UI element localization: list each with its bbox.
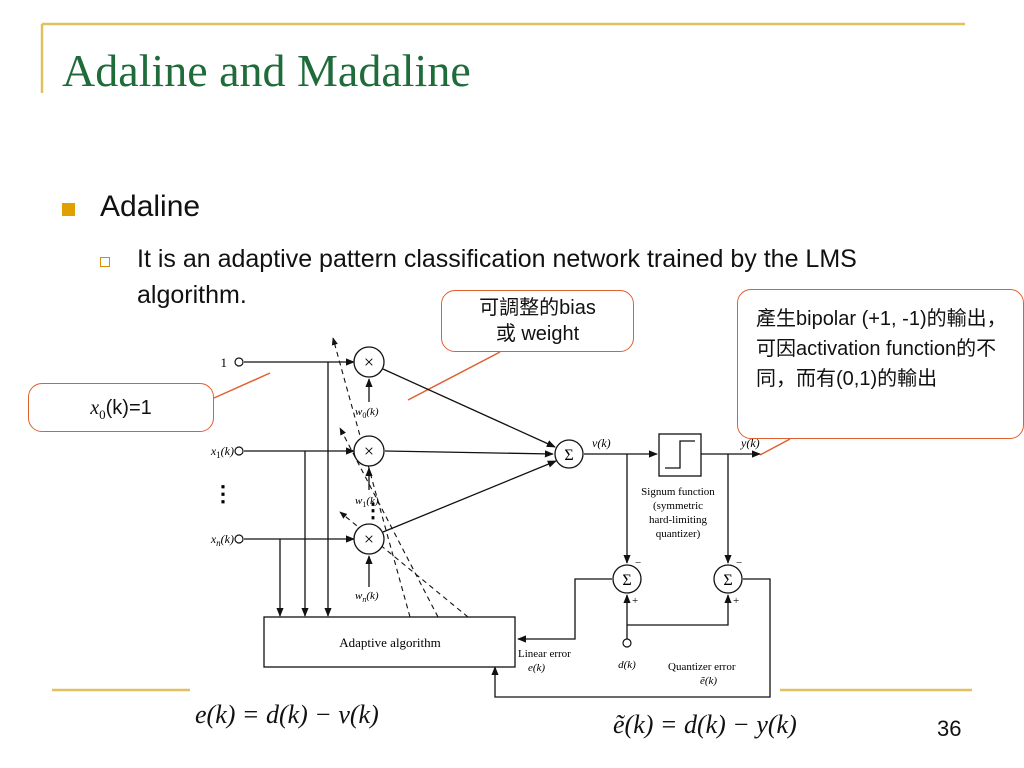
callout-x0-pointer bbox=[213, 372, 271, 399]
linear-error-label-2: e(k) bbox=[528, 662, 545, 674]
callout-bipolar-output: 產生bipolar (+1, -1)的輸出，可因activation funct… bbox=[737, 289, 1024, 439]
callout-bias-line2: 或 weight bbox=[495, 323, 580, 345]
input-terminal-1 bbox=[234, 357, 244, 367]
callout-bias-weight: 可調整的bias 或 weight bbox=[441, 290, 634, 352]
svg-text:×: × bbox=[364, 441, 374, 461]
summer-linear-error: Σ bbox=[612, 564, 642, 594]
linear-sum-minus: − bbox=[635, 557, 641, 569]
input-x1-label: x1(k) bbox=[210, 444, 234, 460]
svg-text:×: × bbox=[364, 352, 374, 372]
equation2-head: ẽ bbox=[613, 710, 625, 739]
multiplier-1: × bbox=[353, 435, 385, 467]
callout-x0: x0(k)=1 bbox=[28, 383, 214, 432]
callout-bias-line1: 可調整的bias bbox=[479, 297, 596, 319]
equation-linear-error: e(k) = d(k) − v(k) bbox=[195, 700, 379, 729]
summer-quantizer-error: Σ bbox=[713, 564, 743, 594]
yk-label: y(k) bbox=[740, 436, 760, 450]
linear-error-feedback bbox=[517, 578, 612, 643]
bullet-adaline: Adaline bbox=[100, 190, 201, 223]
linear-sum-plus: + bbox=[632, 595, 638, 607]
linear-error-label-1: Linear error bbox=[518, 648, 571, 660]
input-1-label: 1 bbox=[221, 355, 228, 370]
bullet-description: It is an adaptive pattern classification… bbox=[137, 245, 857, 309]
w0-label: w0(k) bbox=[355, 406, 379, 420]
adaline-diagram: × × × Σ Σ Σ Adaptive algorithm 1 x1(k) x… bbox=[210, 337, 771, 698]
dk-label: d(k) bbox=[618, 659, 636, 671]
w1-label: w1(k) bbox=[355, 495, 379, 509]
d-to-quantizer-sum bbox=[627, 594, 732, 626]
svg-text:Σ: Σ bbox=[564, 447, 573, 464]
page-number: 36 bbox=[937, 716, 962, 741]
mult0-to-sum bbox=[382, 368, 556, 448]
desired-terminal bbox=[622, 638, 632, 648]
signum-label-4: quantizer) bbox=[656, 528, 701, 540]
sub-bullet-square-icon bbox=[100, 257, 110, 267]
vk-label: v(k) bbox=[592, 436, 611, 450]
adaptive-algorithm-label: Adaptive algorithm bbox=[339, 635, 440, 650]
mult1-to-sum bbox=[384, 450, 554, 458]
svg-text:Σ: Σ bbox=[622, 572, 631, 589]
signum-label-1: Signum function bbox=[641, 486, 715, 498]
input-terminal-x1 bbox=[234, 446, 244, 456]
quantizer-error-feedback bbox=[491, 578, 771, 698]
quantizer-error-label-1: Quantizer error bbox=[668, 661, 736, 673]
multiplier-0: × bbox=[353, 346, 385, 378]
quantizer-sum-plus: + bbox=[733, 595, 739, 607]
callout-bipolar-pointer bbox=[759, 438, 791, 456]
multiplier-n: × bbox=[353, 523, 385, 555]
input-dots: ⋮ bbox=[212, 481, 234, 506]
callout-x0-rest: (k)=1 bbox=[105, 397, 152, 419]
signum-label-3: hard-limiting bbox=[649, 514, 708, 526]
callout-x0-sub: 0 bbox=[99, 407, 106, 422]
adapt-w0-dashed bbox=[331, 337, 411, 618]
input-terminal-xn bbox=[234, 534, 244, 544]
svg-text:×: × bbox=[364, 529, 374, 549]
quantizer-error-label-2: ẽ(k) bbox=[700, 675, 717, 687]
svg-text:Σ: Σ bbox=[723, 572, 732, 589]
wn-label: wn(k) bbox=[355, 590, 379, 604]
slide-title: Adaline and Madaline bbox=[62, 45, 471, 96]
signum-label-2: (symmetric bbox=[653, 500, 703, 512]
equation-quantizer-error: ẽ(k) = d(k) − y(k) bbox=[613, 710, 797, 740]
adaptive-algorithm-block bbox=[263, 616, 516, 668]
quantizer-sum-minus: − bbox=[736, 557, 742, 569]
weight-dots: ⋮ bbox=[363, 500, 383, 522]
bullet-square-icon bbox=[62, 203, 75, 216]
multn-to-sum bbox=[382, 460, 557, 533]
callout-x0-var: x bbox=[90, 397, 100, 419]
summer-main: Σ bbox=[554, 439, 584, 469]
equation2-tail: (k) = d(k) − y(k) bbox=[624, 710, 797, 739]
callout-bipolar-text: 產生bipolar (+1, -1)的輸出，可因activation funct… bbox=[756, 308, 1007, 390]
signum-block bbox=[658, 433, 702, 477]
callout-bias-pointer bbox=[407, 351, 501, 401]
input-xn-label: xn(k) bbox=[210, 532, 234, 548]
